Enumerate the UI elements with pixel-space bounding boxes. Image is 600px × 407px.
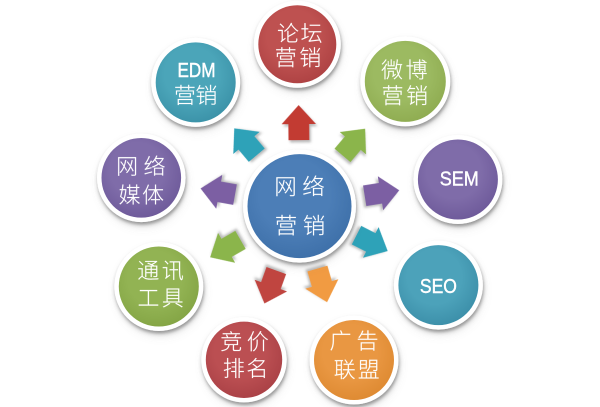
svg-text:SEM: SEM (440, 169, 479, 191)
svg-text:SEO: SEO (420, 276, 457, 298)
svg-text:EDM: EDM (178, 60, 216, 82)
